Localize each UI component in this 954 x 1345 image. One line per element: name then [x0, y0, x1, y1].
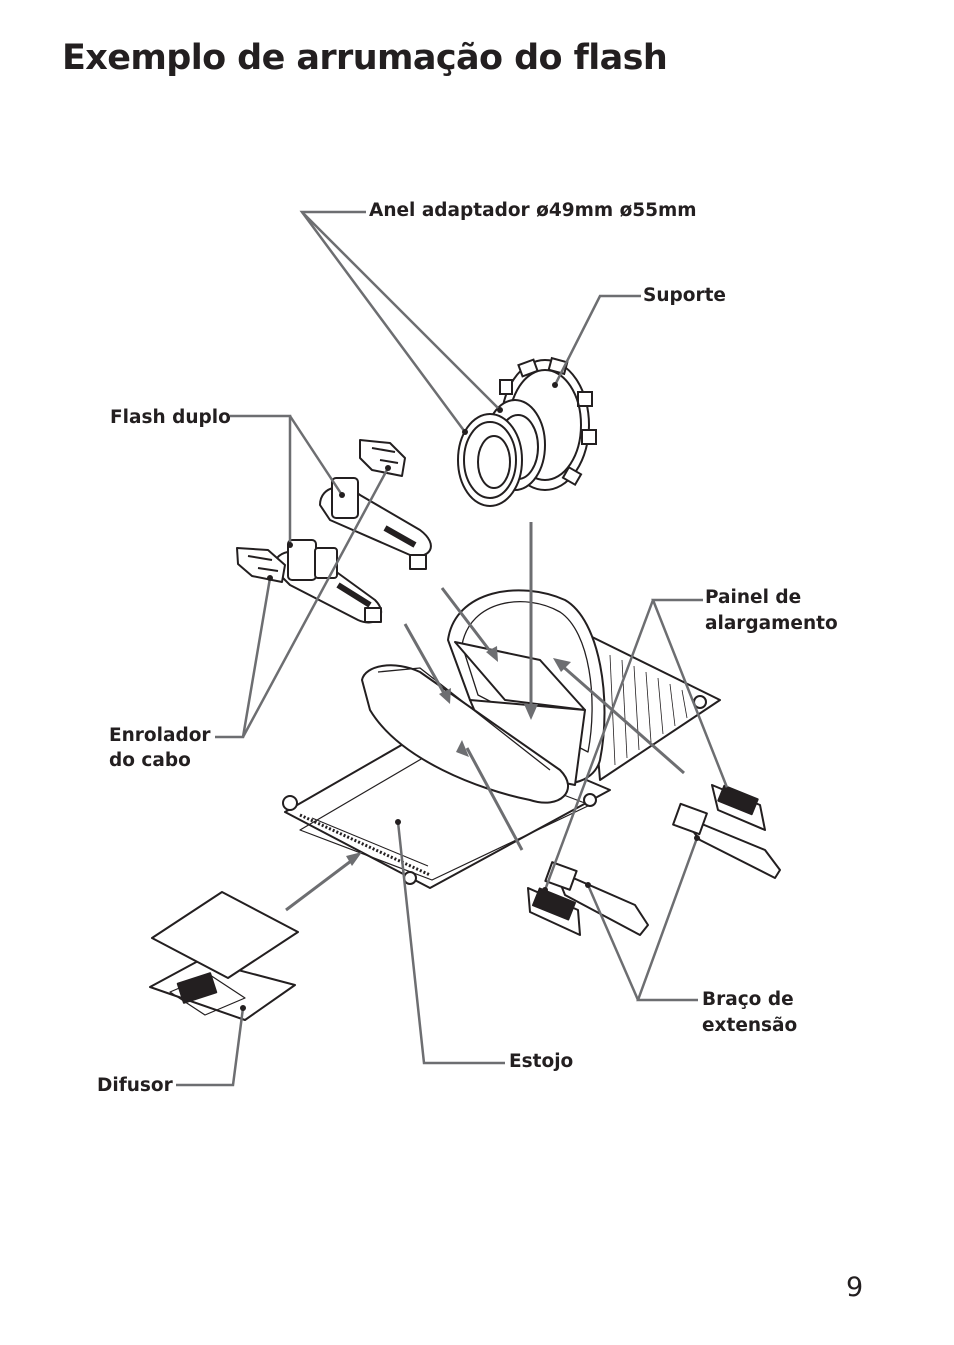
label-diffuser: Difusor	[97, 1075, 173, 1096]
adapter-rings-illustration	[457, 356, 597, 507]
twin-flash-illustration	[236, 439, 432, 624]
label-wide-panel-line1: Painel de	[705, 587, 802, 608]
label-extension-arm-line1: Braço de	[702, 989, 794, 1010]
label-cable-reel-line1: Enrolador	[109, 725, 211, 746]
case-illustration	[282, 589, 721, 889]
label-cable-reel-line2: do cabo	[109, 750, 191, 771]
extension-arms-illustration	[527, 784, 781, 936]
label-case: Estojo	[509, 1051, 574, 1072]
label-wide-panel-line2: alargamento	[705, 613, 838, 634]
leader-lines	[176, 210, 730, 1087]
assembly-arrows	[285, 522, 685, 912]
label-extension-arm-line2: extensão	[702, 1015, 798, 1036]
leader-dots	[240, 382, 731, 1011]
page-title: Exemplo de arrumação do flash	[62, 38, 668, 78]
diffuser-illustration	[149, 891, 299, 1021]
label-adapter-ring: Anel adaptador ø49mm ø55mm	[369, 200, 697, 221]
label-twin-flash: Flash duplo	[110, 407, 231, 428]
arrowheads	[346, 646, 571, 866]
page-number: 9	[846, 1272, 864, 1303]
label-support: Suporte	[643, 285, 726, 306]
